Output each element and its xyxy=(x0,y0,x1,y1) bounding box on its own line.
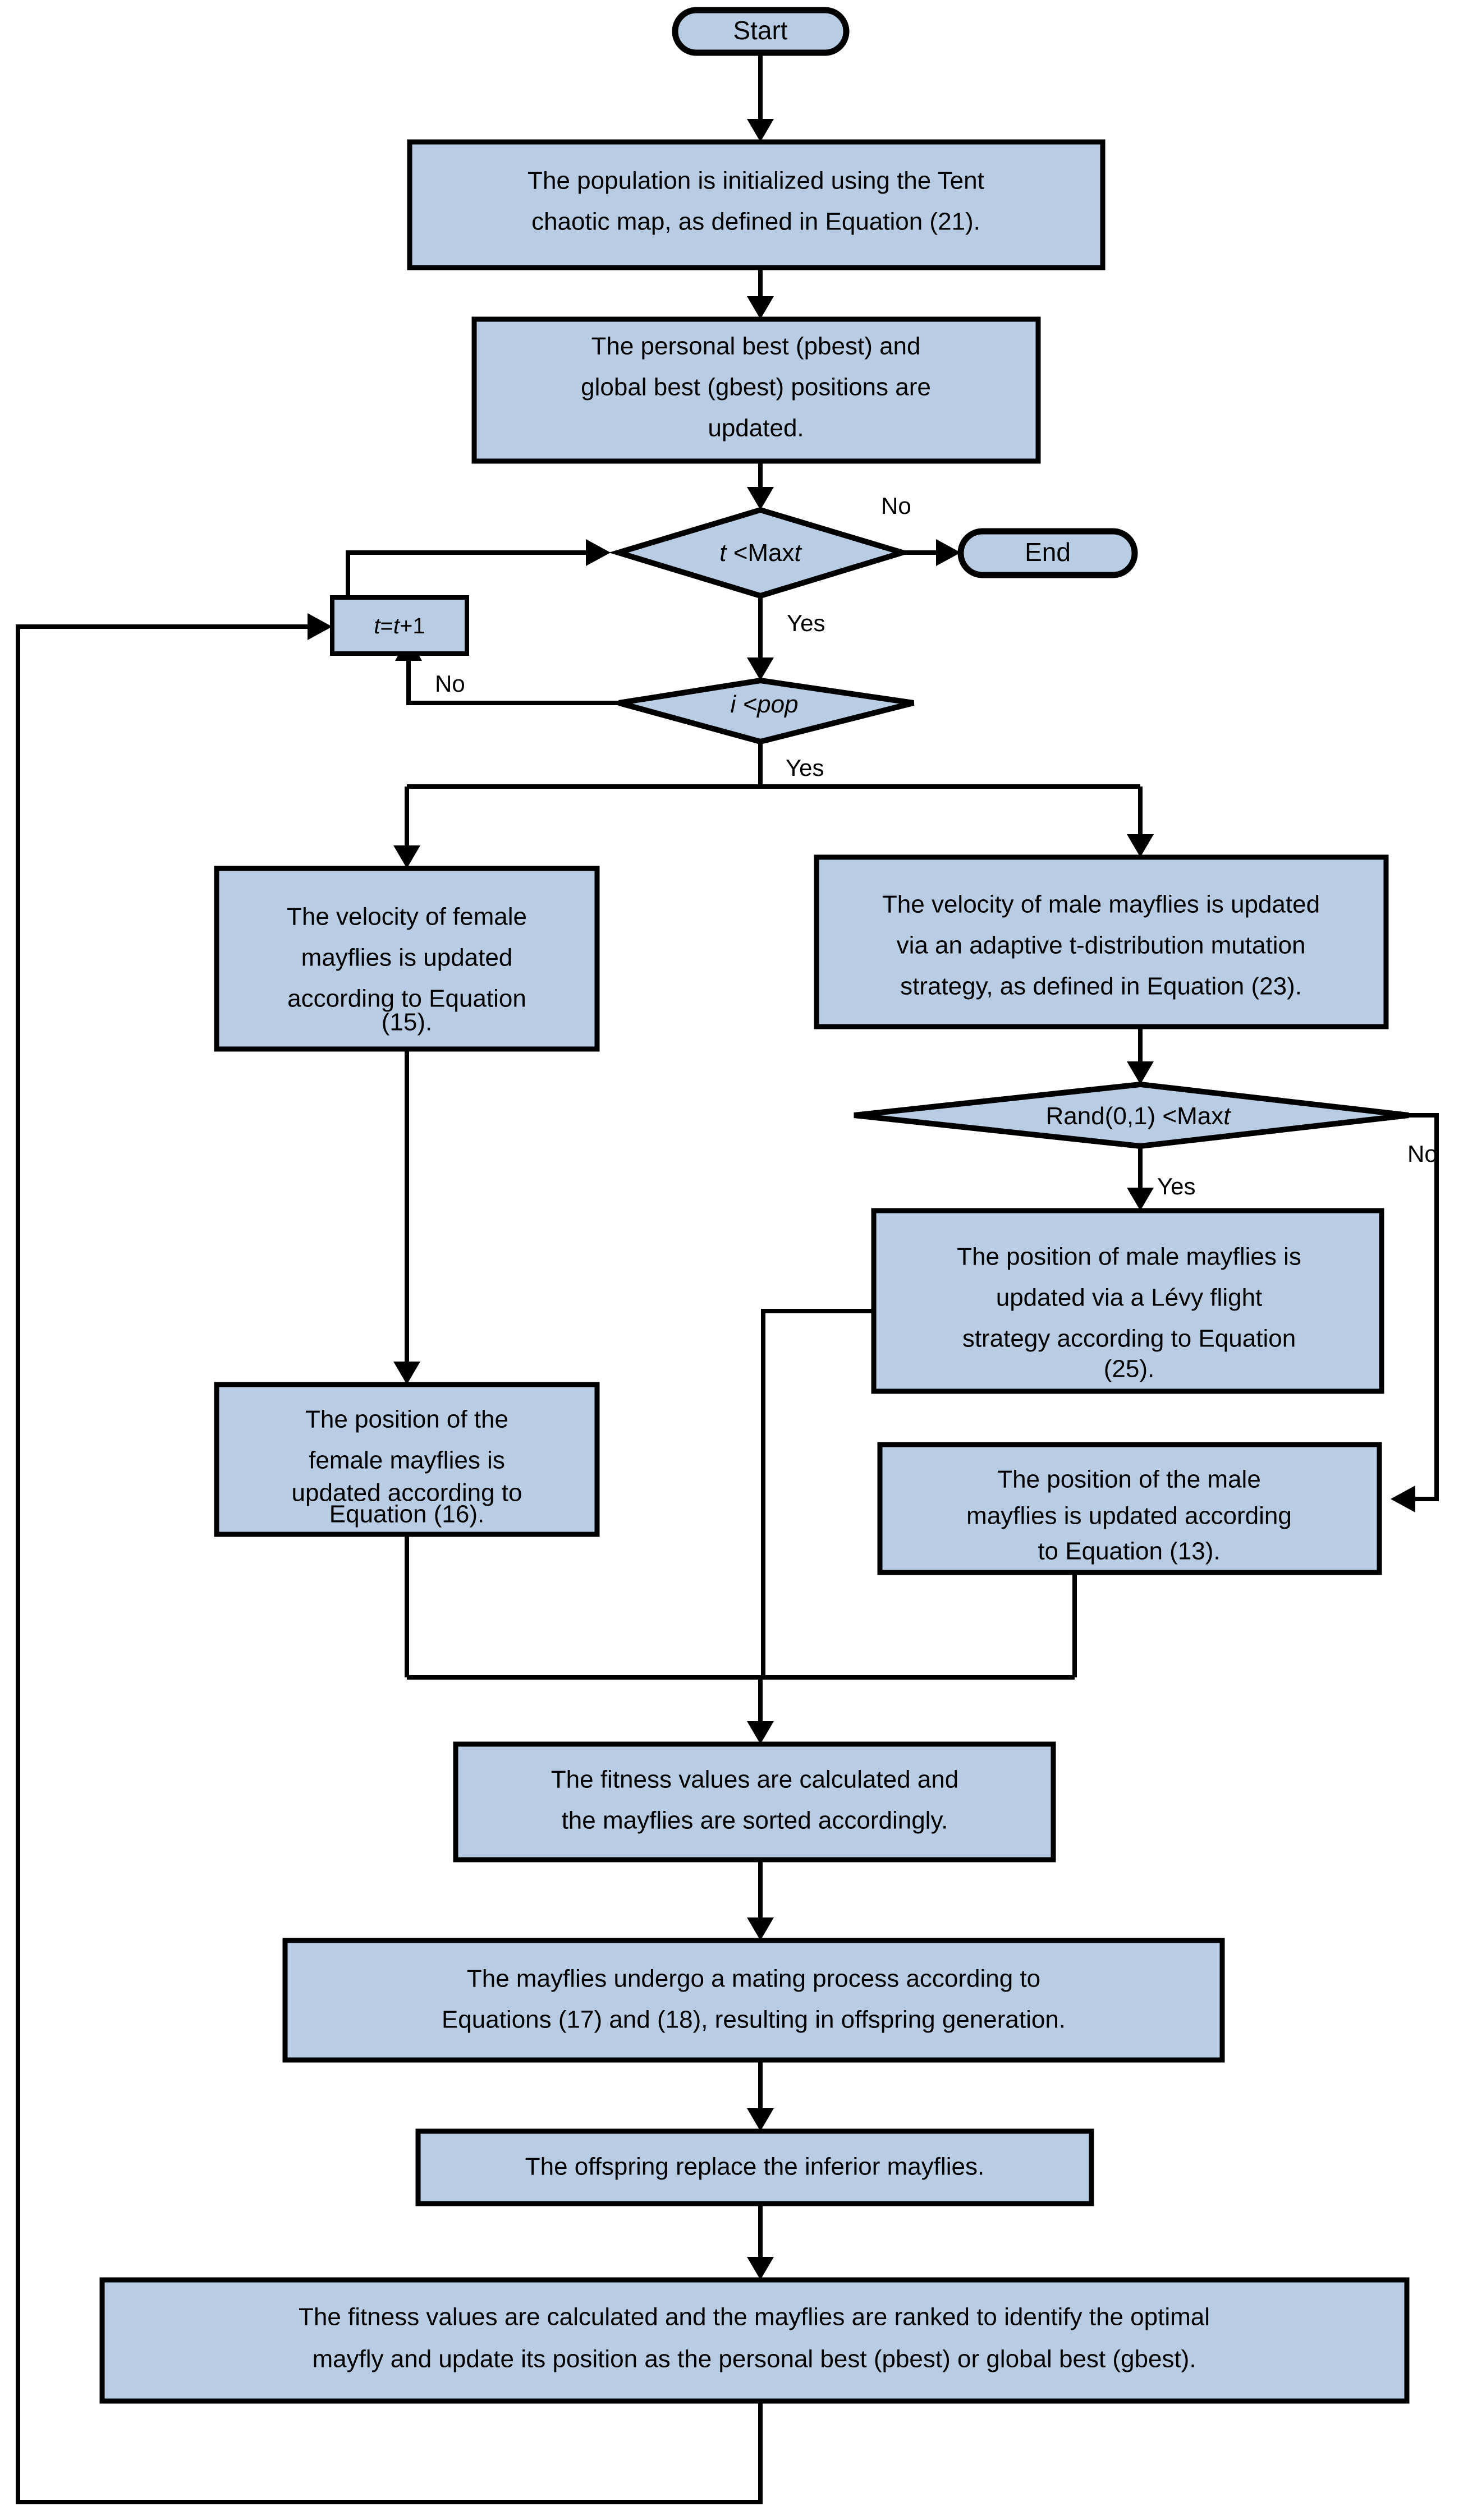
edge-decisiont-yes-to-decisioni xyxy=(747,596,774,680)
node-female-position-line-1: The position of the xyxy=(305,1406,508,1433)
node-female-position-line-3: updated according to xyxy=(292,1479,522,1507)
node-female-position[interactable]: The position of the female mayflies is u… xyxy=(214,1382,600,1537)
node-decision-i-label: i <pop xyxy=(730,691,798,718)
edge-malelevy-to-merge xyxy=(761,1309,874,1677)
node-male-velocity-line-2: via an adaptive t-distribution mutation xyxy=(897,932,1306,959)
node-male-velocity-line-1: The velocity of male mayflies is updated xyxy=(882,891,1320,918)
node-update-best-line-3: updated. xyxy=(708,415,804,442)
node-male-levy[interactable]: The position of male mayflies is updated… xyxy=(871,1208,1384,1394)
node-male-levy-line-1: The position of male mayflies is xyxy=(957,1243,1301,1271)
node-decision-t-less-maxt[interactable]: t <Maxt xyxy=(608,507,912,599)
node-update-best-line-1: The personal best (pbest) and xyxy=(591,333,920,360)
edge-replace-to-rankupdate xyxy=(747,2204,774,2280)
edge-updatebest-to-decisiont xyxy=(747,461,774,510)
node-init-population-line-2: chaotic map, as defined in Equation (21)… xyxy=(531,208,980,236)
node-mating-line-1: The mayflies undergo a mating process ac… xyxy=(467,1965,1040,1993)
node-replace-line-1: The offspring replace the inferior mayfl… xyxy=(525,2153,984,2181)
node-rank-update-line-1: The fitness values are calculated and th… xyxy=(299,2303,1210,2331)
node-mating[interactable]: The mayflies undergo a mating process ac… xyxy=(282,1938,1225,2063)
node-decision-t-label: t <Maxt xyxy=(719,539,802,567)
node-male-velocity-line-3: strategy, as defined in Equation (23). xyxy=(900,973,1302,1000)
edge-outer-loop-to-incrementt xyxy=(16,613,763,2504)
node-male-position-line-1: The position of the male xyxy=(997,1466,1261,1493)
edge-label-t-no: No xyxy=(881,493,911,519)
edge-femalevelocity-to-femaleposition xyxy=(393,1049,420,1385)
node-female-velocity-line-3: according to Equation xyxy=(287,985,526,1013)
edge-label-t-yes: Yes xyxy=(787,610,825,636)
node-increment-t-label: t=t+1 xyxy=(374,614,425,638)
node-male-velocity[interactable]: The velocity of male mayflies is updated… xyxy=(814,854,1389,1029)
edge-label-rand-no: No xyxy=(1407,1141,1438,1167)
node-female-velocity[interactable]: The velocity of female mayflies is updat… xyxy=(214,866,600,1052)
node-increment-t[interactable]: t=t+1 xyxy=(330,595,469,656)
edge-incrementt-to-decisiont xyxy=(346,539,611,597)
node-female-velocity-line-1: The velocity of female xyxy=(287,903,527,931)
node-male-levy-line-2: updated via a Lévy flight xyxy=(996,1284,1263,1312)
node-fitness-sort[interactable]: The fitness values are calculated and th… xyxy=(453,1741,1056,1863)
node-end[interactable]: End xyxy=(957,528,1138,578)
edge-malevelocity-to-decisionrand xyxy=(1127,1027,1154,1084)
node-init-population-line-1: The population is initialized using the … xyxy=(528,167,984,195)
node-male-position-line-3: to Equation (13). xyxy=(1038,1538,1220,1565)
node-replace[interactable]: The offspring replace the inferior mayfl… xyxy=(415,2128,1094,2206)
edge-mating-to-replace xyxy=(747,2060,774,2131)
edge-init-to-updatebest xyxy=(747,268,774,319)
node-decision-i-less-pop[interactable]: i <pop xyxy=(618,677,915,745)
edge-label-i-yes: Yes xyxy=(786,755,824,781)
edge-label-i-no: No xyxy=(435,670,465,697)
node-male-levy-line-4: (25). xyxy=(1104,1355,1154,1383)
node-init-population[interactable]: The population is initialized using the … xyxy=(407,139,1106,270)
node-mating-line-2: Equations (17) and (18), resulting in of… xyxy=(442,2006,1066,2034)
node-start[interactable]: Start xyxy=(672,7,850,56)
node-male-position-line-2: mayflies is updated according xyxy=(966,1502,1292,1530)
node-fitness-sort-line-2: the mayflies are sorted accordingly. xyxy=(562,1807,948,1834)
edge-start-to-init xyxy=(747,50,774,142)
node-female-position-line-2: female mayflies is xyxy=(309,1447,505,1474)
node-update-best-line-2: global best (gbest) positions are xyxy=(581,374,931,401)
edge-merge-to-fitnesssort xyxy=(407,1675,1075,1744)
node-female-velocity-line-2: mayflies is updated xyxy=(301,944,513,972)
edge-decisionrand-no-to-maleposition xyxy=(1391,1113,1439,1512)
node-start-label: Start xyxy=(733,16,787,45)
node-rank-update[interactable]: The fitness values are calculated and th… xyxy=(99,2277,1410,2404)
node-male-position[interactable]: The position of the male mayflies is upd… xyxy=(877,1442,1382,1575)
node-decision-rand[interactable]: Rand(0,1) <Maxt xyxy=(854,1081,1409,1149)
edge-decisionrand-yes-to-malelevy xyxy=(1127,1146,1154,1211)
edge-decisioni-yes-split xyxy=(393,742,1154,868)
edge-fitnesssort-to-mating xyxy=(747,1860,774,1940)
node-decision-rand-label: Rand(0,1) <Maxt xyxy=(1046,1102,1232,1130)
node-fitness-sort-line-1: The fitness values are calculated and xyxy=(551,1766,958,1794)
edge-label-rand-yes: Yes xyxy=(1157,1173,1196,1199)
node-end-label: End xyxy=(1025,537,1071,567)
node-rank-update-line-2: mayfly and update its position as the pe… xyxy=(312,2346,1196,2373)
node-female-position-line-4: Equation (16). xyxy=(329,1501,484,1528)
node-update-best[interactable]: The personal best (pbest) and global bes… xyxy=(471,316,1041,464)
node-female-velocity-line-4: (15). xyxy=(382,1009,432,1036)
node-male-levy-line-3: strategy according to Equation xyxy=(962,1325,1296,1353)
